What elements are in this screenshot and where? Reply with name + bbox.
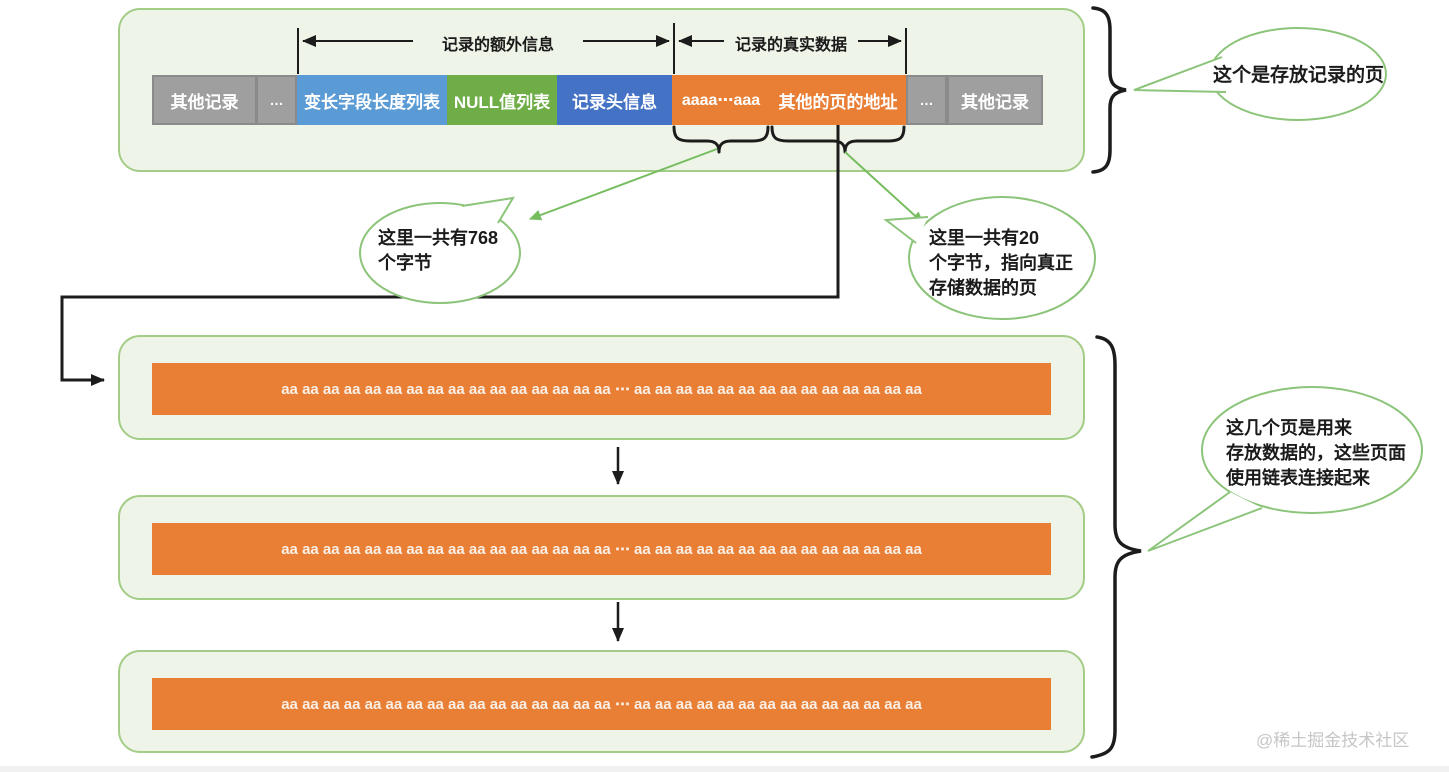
segment-null-value-list: NULL值列表: [447, 75, 557, 125]
segment-other-records-left: 其他记录: [152, 75, 257, 125]
bubble-768-tail: [461, 196, 515, 224]
bubble-20-tail: [883, 216, 929, 244]
bubble-768-text: 这里一共有768 个字节: [378, 226, 498, 276]
bubble-20-line2: 个字节，指向真正: [929, 253, 1073, 273]
bubble-768-line1: 这里一共有768: [378, 228, 499, 248]
watermark: @稀土掘金技术社区: [1256, 731, 1410, 750]
segment-other-page-address: 其他的页的地址: [770, 75, 906, 125]
bubble-20-text: 这里一共有20 个字节，指向真正 存储数据的页: [929, 226, 1073, 301]
segment-other-records-right: 其他记录: [947, 75, 1043, 125]
bubble-data-pages-tail: [1147, 491, 1263, 552]
data-page-1: aa aa aa aa aa aa aa aa aa aa aa aa aa a…: [118, 335, 1085, 440]
dimension-label-real-data: 记录的真实数据: [734, 37, 847, 54]
bubble-data-pages-line1: 这几个页是用来: [1226, 418, 1352, 438]
brace-record-page: [1091, 6, 1127, 174]
bubble-data-pages-line3: 使用链表连接起来: [1226, 468, 1370, 488]
dimension-label-extra-info: 记录的额外信息: [441, 37, 554, 54]
bubble-record-page-text: 这个是存放记录的页: [1213, 65, 1385, 86]
segment-aaaa-data: aaaa⋯aaa: [672, 75, 770, 125]
data-page-3: aa aa aa aa aa aa aa aa aa aa aa aa aa a…: [118, 650, 1085, 753]
bubble-data-pages-line2: 存放数据的，这些页面: [1226, 443, 1406, 463]
bubble-20-line1: 这里一共有20: [929, 228, 1040, 248]
bubble-20-line3: 存储数据的页: [929, 278, 1037, 298]
segment-varlen-field-list: 变长字段长度列表: [297, 75, 447, 125]
segment-ellipsis-left: …: [256, 75, 297, 125]
data-page-1-content: aa aa aa aa aa aa aa aa aa aa aa aa aa a…: [152, 363, 1051, 415]
data-page-2-content: aa aa aa aa aa aa aa aa aa aa aa aa aa a…: [152, 523, 1051, 575]
brace-data-pages: [1090, 335, 1142, 759]
data-page-3-content: aa aa aa aa aa aa aa aa aa aa aa aa aa a…: [152, 678, 1051, 730]
segment-ellipsis-right: …: [906, 75, 947, 125]
bottom-edge-strip: [0, 766, 1449, 772]
bubble-data-pages-text: 这几个页是用来 存放数据的，这些页面 使用链表连接起来: [1226, 416, 1406, 491]
bubble-768-line2: 个字节: [378, 253, 432, 273]
data-page-2: aa aa aa aa aa aa aa aa aa aa aa aa aa a…: [118, 495, 1085, 600]
segment-record-header: 记录头信息: [557, 75, 672, 125]
